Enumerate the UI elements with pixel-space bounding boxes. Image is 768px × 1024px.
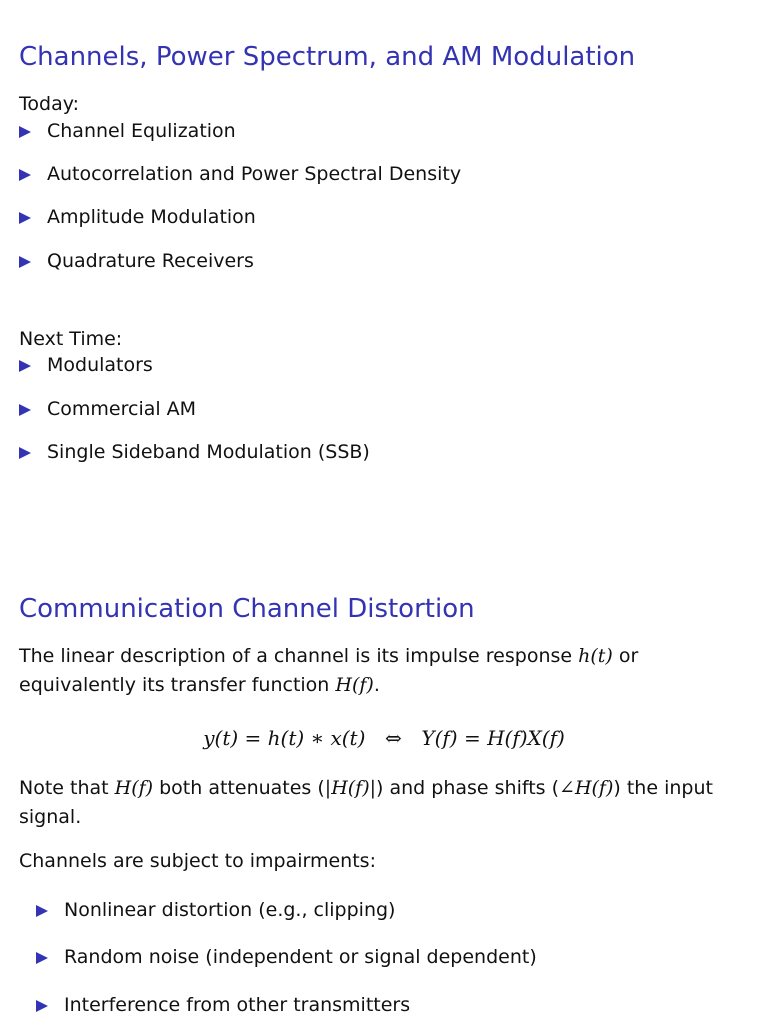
today-item: Channel Equlization bbox=[19, 119, 236, 143]
bullet-triangle-icon bbox=[36, 905, 48, 917]
next-item: Commercial AM bbox=[19, 397, 196, 421]
text-run: . bbox=[373, 674, 380, 696]
text-run: The linear description of a channel is i… bbox=[19, 645, 579, 667]
impairment-item: Interference from other transmitters bbox=[36, 993, 410, 1017]
slide-title: Communication Channel Distortion bbox=[19, 594, 475, 624]
text-run: or equivalently its transfer function bbox=[19, 645, 639, 696]
bullet-triangle-icon bbox=[19, 447, 31, 459]
today-label: Today: bbox=[19, 93, 79, 115]
text-run: Note that bbox=[19, 777, 115, 799]
next-item-text: Commercial AM bbox=[47, 398, 197, 420]
attenuation-paragraph: Note that H(f) both attenuates (|H(f)|) … bbox=[19, 774, 749, 832]
channel-description-paragraph: The linear description of a channel is i… bbox=[19, 642, 749, 700]
math-transfer-function: H(f) bbox=[114, 777, 154, 799]
next-item-text: Single Sideband Modulation (SSB) bbox=[47, 441, 370, 463]
slide-title: Channels, Power Spectrum, and AM Modulat… bbox=[19, 42, 636, 72]
today-item-text: Quadrature Receivers bbox=[47, 250, 254, 272]
today-item-text: Autocorrelation and Power Spectral Densi… bbox=[47, 163, 462, 185]
impairment-item-text: Random noise (independent or signal depe… bbox=[64, 946, 537, 968]
math-phase: ∠H(f) bbox=[559, 777, 614, 799]
text-run: ) and phase shifts ( bbox=[376, 777, 560, 799]
bullet-triangle-icon bbox=[19, 126, 31, 138]
text-run: ) the input signal. bbox=[19, 777, 713, 828]
equation-rhs: Y(f) = H(f)X(f) bbox=[421, 726, 565, 750]
today-item: Amplitude Modulation bbox=[19, 205, 256, 229]
bullet-triangle-icon bbox=[19, 360, 31, 372]
next-item: Single Sideband Modulation (SSB) bbox=[19, 440, 370, 464]
bullet-triangle-icon bbox=[19, 212, 31, 224]
impairment-item-text: Interference from other transmitters bbox=[64, 994, 411, 1016]
text-run: both attenuates ( bbox=[153, 777, 325, 799]
bullet-triangle-icon bbox=[19, 169, 31, 181]
next-item: Modulators bbox=[19, 353, 153, 377]
convolution-equation: y(t) = h(t) ∗ x(t) ⇔ Y(f) = H(f)X(f) bbox=[0, 724, 768, 752]
equivalence-symbol: ⇔ bbox=[385, 726, 402, 750]
next-time-label: Next Time: bbox=[19, 328, 123, 350]
bullet-triangle-icon bbox=[36, 1000, 48, 1012]
today-item: Quadrature Receivers bbox=[19, 249, 254, 273]
next-item-text: Modulators bbox=[47, 354, 153, 376]
impairment-item-text: Nonlinear distortion (e.g., clipping) bbox=[64, 899, 396, 921]
impairments-label: Channels are subject to impairments: bbox=[19, 850, 376, 872]
equation-lhs: y(t) = h(t) ∗ x(t) bbox=[203, 726, 366, 750]
today-item: Autocorrelation and Power Spectral Densi… bbox=[19, 162, 461, 186]
today-item-text: Amplitude Modulation bbox=[47, 206, 256, 228]
math-impulse-response: h(t) bbox=[578, 645, 613, 667]
today-item-text: Channel Equlization bbox=[47, 120, 236, 142]
bullet-triangle-icon bbox=[36, 952, 48, 964]
math-magnitude: |H(f)| bbox=[324, 777, 377, 799]
bullet-triangle-icon bbox=[19, 256, 31, 268]
impairment-item: Random noise (independent or signal depe… bbox=[36, 945, 537, 969]
impairment-item: Nonlinear distortion (e.g., clipping) bbox=[36, 898, 395, 922]
bullet-triangle-icon bbox=[19, 404, 31, 416]
math-transfer-function: H(f) bbox=[335, 674, 374, 696]
